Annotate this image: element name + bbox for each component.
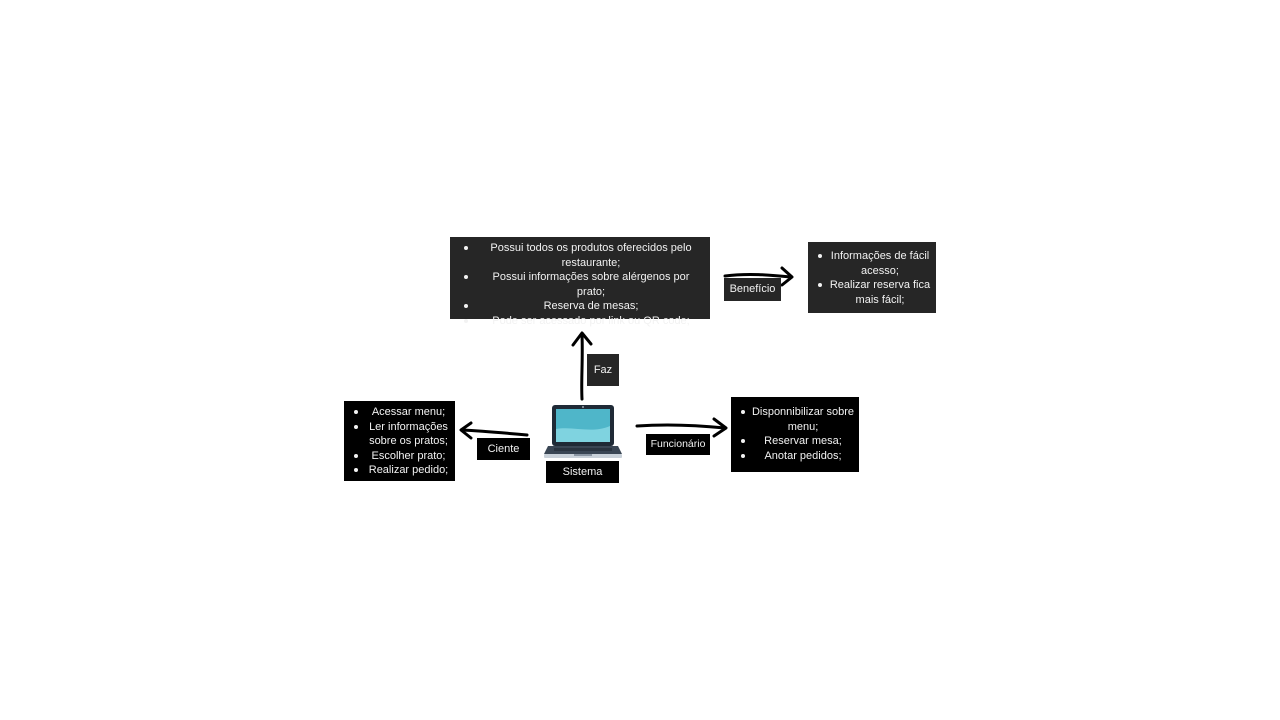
features-list: Possui todos os produtos oferecidos pelo… <box>456 241 704 329</box>
beneficio-label: Benefício <box>724 278 781 301</box>
list-item: Pode ser acessado por link ou QR code; <box>456 314 704 329</box>
client-actions-list: Acessar menu; Ler informações sobre os p… <box>348 405 451 478</box>
arrow-up-head <box>571 331 593 347</box>
list-item: Possui todos os produtos oferecidos pelo… <box>456 241 704 270</box>
list-item: Informações de fácil acesso; <box>812 249 932 278</box>
arrow-right <box>635 423 727 430</box>
list-item: Disponnibilizar sobre menu; <box>735 405 855 434</box>
list-item: Ler informações sobre os pratos; <box>348 420 451 449</box>
arrow-right-top <box>723 272 793 279</box>
features-box: Possui todos os produtos oferecidos pelo… <box>450 237 710 327</box>
list-item: Escolher prato; <box>348 449 451 464</box>
benefits-box: Informações de fácil acesso; Realizar re… <box>808 242 936 313</box>
list-item: Realizar reserva fica mais fácil; <box>812 278 932 307</box>
faz-label: Faz <box>587 354 619 386</box>
arrow-up <box>580 333 584 401</box>
laptop-icon <box>544 405 622 458</box>
list-item: Reserva de mesas; <box>456 299 704 314</box>
benefits-list: Informações de fácil acesso; Realizar re… <box>812 249 932 307</box>
sistema-label: Sistema <box>546 461 619 483</box>
list-item: Realizar pedido; <box>348 463 451 478</box>
list-item: Reservar mesa; <box>735 434 855 449</box>
list-item: Anotar pedidos; <box>735 449 855 464</box>
list-item: Possui informações sobre alérgenos por p… <box>456 270 704 299</box>
arrow-right-top-head <box>780 266 794 287</box>
list-item: Acessar menu; <box>348 405 451 420</box>
client-actions-box: Acessar menu; Ler informações sobre os p… <box>344 401 455 481</box>
employee-actions-list: Disponnibilizar sobre menu; Reservar mes… <box>735 405 855 463</box>
arrow-right-head <box>712 417 728 438</box>
employee-actions-box: Disponnibilizar sobre menu; Reservar mes… <box>731 397 859 472</box>
arrow-left-head <box>459 421 473 440</box>
arrow-left <box>460 428 529 437</box>
cliente-label: Ciente <box>477 438 530 460</box>
funcionario-label: Funcionário <box>646 434 710 455</box>
